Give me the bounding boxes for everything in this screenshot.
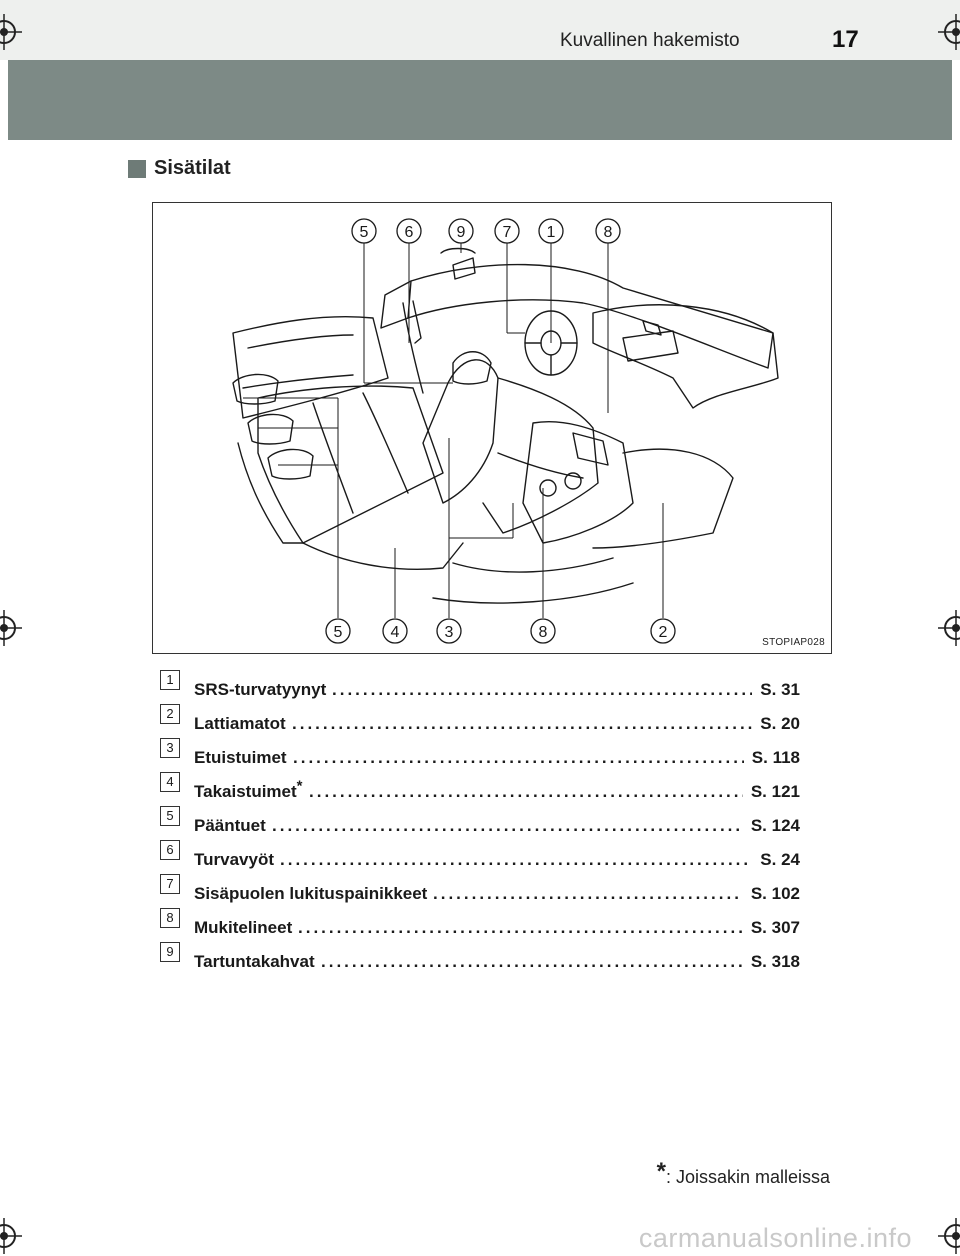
leader-dots: ........................................… bbox=[332, 680, 752, 699]
leader-dots: ........................................… bbox=[298, 918, 743, 937]
interior-illustration: 5 6 9 7 1 8 5 4 3 8 2 STOPIAP028 bbox=[152, 202, 832, 654]
callout-label: 5 bbox=[360, 224, 369, 241]
item-number-box: 9 bbox=[160, 942, 180, 962]
header-band bbox=[0, 0, 960, 60]
item-page-ref[interactable]: S. 121 bbox=[750, 782, 800, 801]
item-number-box: 6 bbox=[160, 840, 180, 860]
item-number-box: 8 bbox=[160, 908, 180, 928]
item-label-text: Mukitelineet bbox=[194, 918, 293, 937]
header-title: Kuvallinen hakemisto bbox=[560, 30, 740, 51]
item-label: Tartuntakahvat bbox=[194, 952, 315, 972]
callout-label: 2 bbox=[659, 624, 668, 641]
callout-label: 4 bbox=[391, 624, 400, 641]
header-bar bbox=[8, 60, 952, 140]
item-number-box: 2 bbox=[160, 704, 180, 724]
item-label-text: Takaistuimet bbox=[194, 782, 297, 801]
callout-label: 7 bbox=[503, 224, 512, 241]
leader-dots: ........................................… bbox=[321, 952, 743, 971]
item-number-box: 7 bbox=[160, 874, 180, 894]
item-page-ref[interactable]: S. 124 bbox=[750, 816, 800, 835]
watermark: carmanualsonline.info bbox=[638, 1223, 912, 1253]
item-number-box: 3 bbox=[160, 738, 180, 758]
footnote: *: Joissakin malleissa bbox=[657, 1158, 830, 1188]
item-label: Mukitelineet bbox=[194, 918, 292, 938]
item-asterisk: * bbox=[296, 777, 303, 795]
leader-dots: ........................................… bbox=[292, 714, 752, 733]
callout-label: 5 bbox=[334, 624, 343, 641]
item-label: Pääntuet bbox=[194, 816, 266, 836]
footnote-marker: * bbox=[656, 1158, 666, 1185]
leader-dots: ........................................… bbox=[280, 850, 752, 869]
callout-label: 9 bbox=[457, 224, 466, 241]
item-page-ref[interactable]: S. 20 bbox=[760, 714, 800, 733]
item-number-box: 5 bbox=[160, 806, 180, 826]
callout-label: 3 bbox=[445, 624, 454, 641]
callout-label: 6 bbox=[405, 224, 414, 241]
page-number: 17 bbox=[832, 26, 859, 53]
footnote-text: : Joissakin malleissa bbox=[665, 1167, 830, 1187]
leader-dots: ........................................… bbox=[272, 816, 743, 835]
leader-dots: ........................................… bbox=[293, 748, 744, 767]
item-number-box: 1 bbox=[160, 670, 180, 690]
item-page-ref[interactable]: S. 102 bbox=[750, 884, 800, 903]
leader-dots: ........................................… bbox=[309, 782, 743, 801]
registration-mark-icon bbox=[0, 610, 22, 646]
item-page-ref[interactable]: S. 24 bbox=[760, 850, 800, 869]
callout-label: 8 bbox=[604, 224, 613, 241]
item-label-text: Pääntuet bbox=[194, 816, 266, 835]
car-interior-drawing: 5 6 9 7 1 8 5 4 3 8 2 bbox=[232, 218, 779, 644]
item-label-text: Tartuntakahvat bbox=[194, 952, 315, 971]
leader-dots: ........................................… bbox=[433, 884, 743, 903]
registration-mark-icon bbox=[0, 1218, 22, 1254]
item-label-text: Etuistuimet bbox=[194, 748, 287, 767]
registration-mark-icon bbox=[938, 1218, 960, 1254]
item-page-ref[interactable]: S. 318 bbox=[750, 952, 800, 971]
section-heading: Sisätilat bbox=[128, 157, 231, 180]
figure-code: STOPIAP028 bbox=[762, 637, 825, 648]
item-label: Takaistuimet* bbox=[194, 778, 303, 802]
callout-label: 1 bbox=[547, 224, 556, 241]
section-title: Sisätilat bbox=[154, 157, 231, 179]
item-number-box: 4 bbox=[160, 772, 180, 792]
item-label: SRS-turvatyynyt bbox=[194, 680, 326, 700]
item-label: Etuistuimet bbox=[194, 748, 287, 768]
section-marker-icon bbox=[128, 159, 146, 178]
item-page-ref[interactable]: S. 118 bbox=[751, 748, 800, 767]
registration-mark-icon bbox=[0, 14, 22, 50]
item-label: Sisäpuolen lukituspainikkeet bbox=[194, 884, 427, 904]
item-page-ref[interactable]: S. 31 bbox=[760, 680, 800, 699]
item-label-text: Sisäpuolen lukituspainikkeet bbox=[194, 884, 428, 903]
item-label-text: Turvavyöt bbox=[194, 850, 274, 869]
registration-mark-icon bbox=[938, 14, 960, 50]
item-label: Lattiamatot bbox=[194, 714, 286, 734]
item-label-text: SRS-turvatyynyt bbox=[194, 680, 327, 699]
item-page-ref[interactable]: S. 307 bbox=[750, 918, 800, 937]
item-label: Turvavyöt bbox=[194, 850, 274, 870]
item-label-text: Lattiamatot bbox=[194, 714, 286, 733]
registration-mark-icon bbox=[938, 610, 960, 646]
callout-label: 8 bbox=[539, 624, 548, 641]
